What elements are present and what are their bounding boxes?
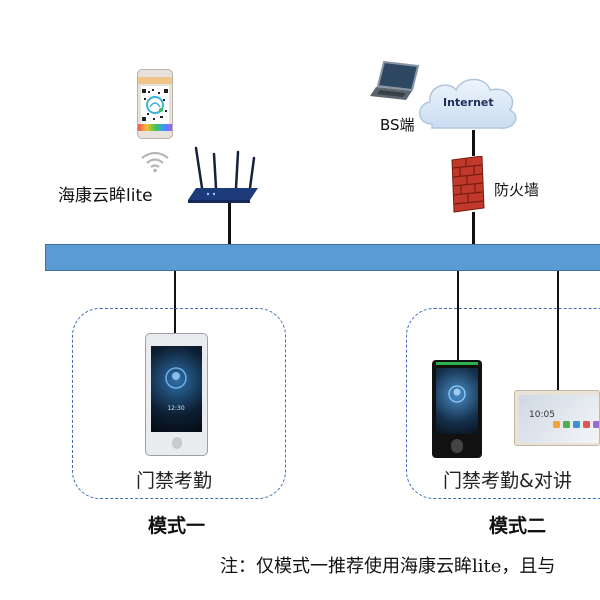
router-icon [188,146,258,203]
mode1-group [72,308,286,499]
phone-qr-icon [137,69,173,139]
mode1-wire [174,271,176,333]
laptop-icon [370,60,420,100]
mode1-title: 模式一 [148,515,206,537]
access-terminal-icon: 12:30 [145,333,208,456]
svg-text:12:30: 12:30 [167,405,184,412]
network-bus [45,244,600,271]
firewall-label: 防火墙 [494,181,540,199]
firewall-icon [451,156,485,213]
intercom-panel-icon: 10:05 [514,390,600,446]
svg-text:10:05: 10:05 [529,410,555,420]
mode2-device-label: 门禁考勤&对讲 [443,470,572,492]
mode1-device-label: 门禁考勤 [136,470,213,492]
mode2-title: 模式二 [489,515,547,537]
access-terminal-icon [432,360,482,458]
mode2-group [406,308,600,499]
wifi-icon [141,151,169,173]
firewall-wire-top [472,130,475,156]
footnote: 注：仅模式一推荐使用海康云眸lite，且与 [220,556,556,577]
mode2-panel-wire [557,271,559,390]
internet-label: Internet [443,96,494,109]
firewall-wire-bottom [472,212,475,244]
router-wire [228,200,231,244]
bs-label: BS端 [380,116,415,134]
mode2-terminal-wire [457,271,459,360]
cloud-icon [419,78,517,129]
app-label: 海康云眸lite [58,186,153,206]
